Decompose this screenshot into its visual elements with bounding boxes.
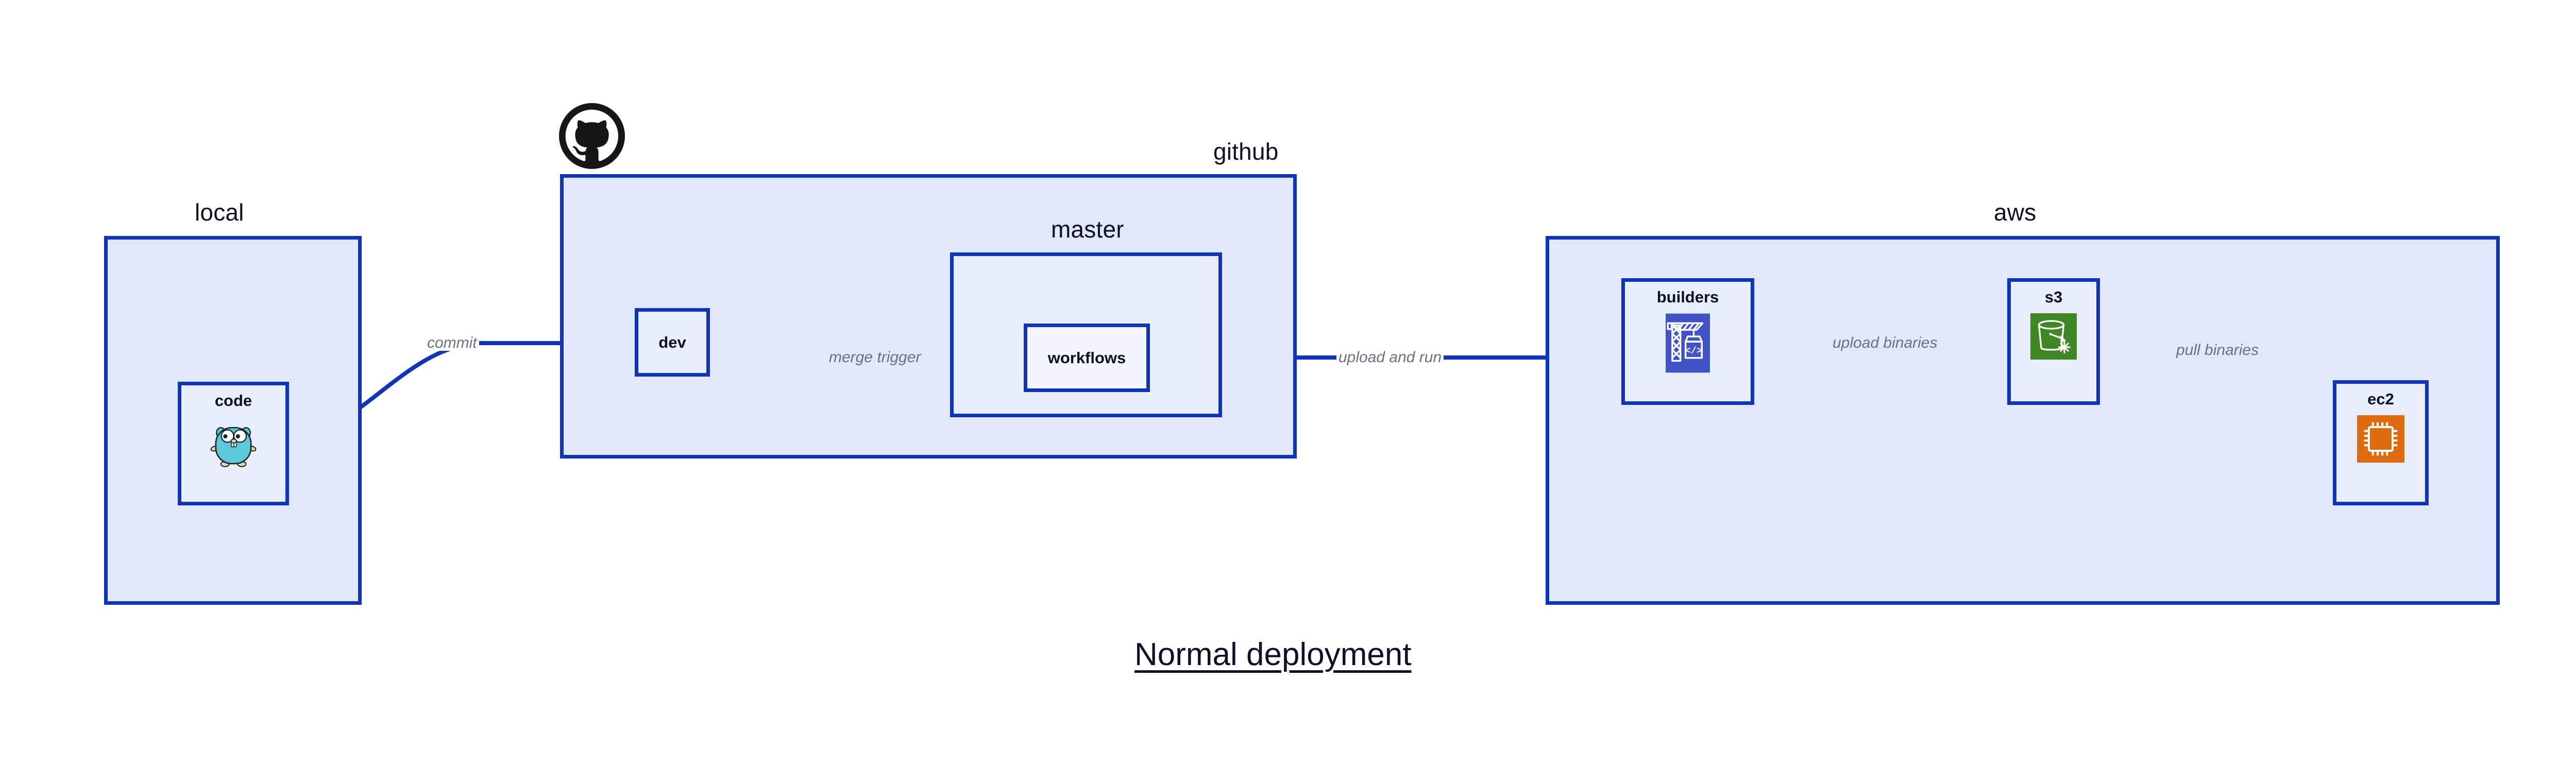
aws-ec2-icon bbox=[2357, 415, 2404, 465]
page-title: Normal deployment bbox=[1134, 637, 1412, 672]
edge-label-merge-trigger: merge trigger bbox=[827, 350, 923, 365]
node-s3-label: s3 bbox=[2044, 288, 2063, 306]
group-title-aws: aws bbox=[1994, 199, 2037, 226]
edge-label-upload-binaries: upload binaries bbox=[1831, 335, 1940, 351]
github-octocat-logo bbox=[559, 103, 625, 172]
go-gopher-icon bbox=[207, 417, 260, 473]
aws-codebuild-icon: </> bbox=[1666, 313, 1710, 376]
group-title-master: master bbox=[1051, 216, 1124, 243]
edge-label-commit: commit bbox=[425, 335, 479, 351]
node-code-label: code bbox=[214, 392, 252, 410]
node-s3[interactable]: s3 bbox=[2007, 278, 2100, 405]
svg-text:</>: </> bbox=[1685, 345, 1703, 356]
group-title-local: local bbox=[195, 199, 244, 226]
group-local[interactable] bbox=[104, 236, 362, 605]
edge-label-upload-and-run: upload and run bbox=[1336, 350, 1444, 365]
node-code[interactable]: code bbox=[178, 382, 289, 505]
edge-label-pull-binaries: pull binaries bbox=[2174, 343, 2261, 358]
group-title-github: github bbox=[1213, 138, 1279, 165]
node-workflows-label: workflows bbox=[1047, 349, 1126, 367]
node-workflows[interactable]: workflows bbox=[1024, 324, 1150, 392]
node-builders-label: builders bbox=[1656, 288, 1719, 306]
node-builders[interactable]: builders < bbox=[1621, 278, 1754, 405]
node-dev[interactable]: dev bbox=[635, 308, 710, 377]
node-ec2[interactable]: ec2 bbox=[2333, 380, 2429, 505]
node-ec2-label: ec2 bbox=[2367, 390, 2394, 408]
node-dev-label: dev bbox=[658, 333, 686, 351]
aws-s3-glacier-icon bbox=[2030, 313, 2077, 362]
